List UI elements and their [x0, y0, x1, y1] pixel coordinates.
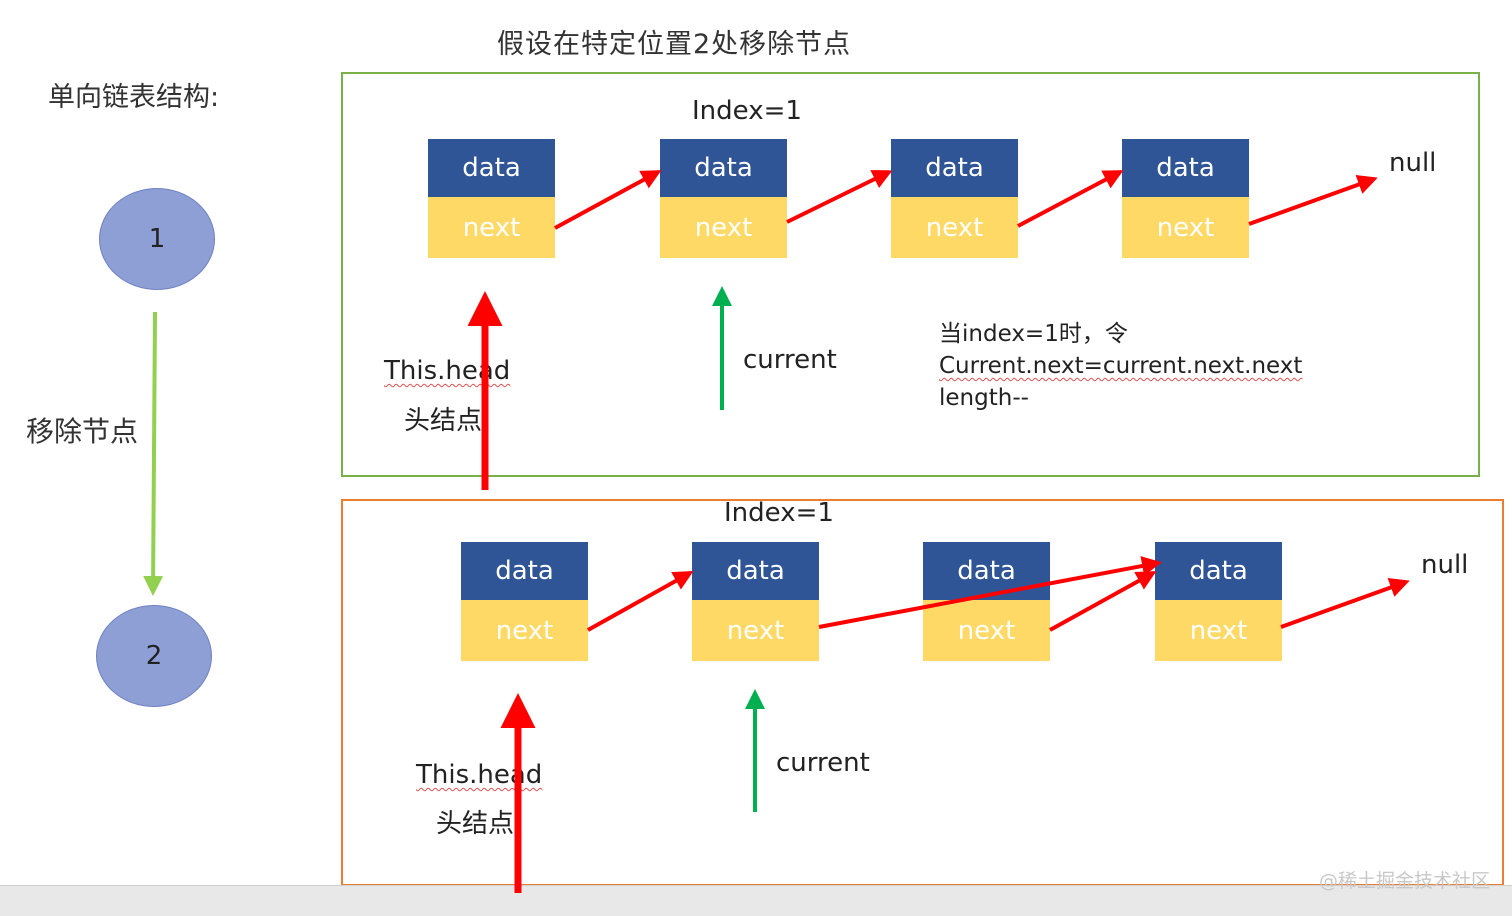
node-next-cell: next	[1122, 197, 1249, 258]
remove-node-label: 移除节点	[26, 415, 139, 448]
node-data-cell: data	[692, 542, 819, 600]
node-next-cell: next	[891, 197, 1018, 258]
top-node-1: data next	[428, 139, 555, 258]
bottom-node-1: data next	[461, 542, 588, 661]
current-label-bottom: current	[776, 748, 870, 778]
state-circle-1-label: 1	[148, 224, 166, 254]
head-cn-label-top: 头结点	[404, 406, 483, 436]
current-label-top: current	[743, 345, 837, 375]
top-next-arrow-1	[554, 170, 662, 230]
state-circle-2: 2	[96, 605, 212, 707]
node-next-cell: next	[1155, 600, 1282, 661]
note-line-3: length--	[939, 385, 1029, 411]
note-line-1: 当index=1时，令	[939, 321, 1128, 347]
state-circle-2-label: 2	[145, 641, 163, 671]
node-data-cell: data	[1122, 139, 1249, 197]
state-transition-arrow	[143, 311, 164, 596]
index-label-bottom: Index=1	[724, 498, 834, 528]
diagram-title: 假设在特定位置2处移除节点	[497, 29, 852, 60]
top-next-arrow-null	[1248, 175, 1378, 226]
bottom-next-arrow-3	[1049, 571, 1157, 632]
node-data-cell: data	[1155, 542, 1282, 600]
note-line-2: Current.next=current.next.next	[939, 353, 1303, 379]
bottom-node-3: data next	[923, 542, 1050, 661]
watermark: @稀土掘金技术社区	[1318, 870, 1490, 892]
null-label-bottom: null	[1421, 550, 1469, 580]
top-node-4: data next	[1122, 139, 1249, 258]
bottom-node-4: data next	[1155, 542, 1282, 661]
node-next-cell: next	[923, 600, 1050, 661]
bottom-skip-arrow	[818, 556, 1162, 629]
node-next-cell: next	[660, 197, 787, 258]
null-label-top: null	[1389, 148, 1437, 178]
top-next-arrow-3	[1017, 170, 1124, 228]
node-next-cell: next	[461, 600, 588, 661]
node-data-cell: data	[660, 139, 787, 197]
structure-label: 单向链表结构:	[48, 82, 220, 113]
top-node-2: data next	[660, 139, 787, 258]
node-data-cell: data	[461, 542, 588, 600]
state-circle-1: 1	[99, 188, 215, 290]
top-next-arrow-2	[786, 170, 893, 224]
panel-before-removal	[341, 72, 1480, 477]
bottom-node-2: data next	[692, 542, 819, 661]
head-label-top: This.head	[384, 356, 511, 386]
node-next-cell: next	[428, 197, 555, 258]
index-label-top: Index=1	[692, 96, 802, 126]
top-node-3: data next	[891, 139, 1018, 258]
bottom-next-arrow-null	[1280, 578, 1410, 629]
node-data-cell: data	[923, 542, 1050, 600]
node-data-cell: data	[428, 139, 555, 197]
head-cn-label-bottom: 头结点	[436, 809, 515, 839]
node-next-cell: next	[692, 600, 819, 661]
node-data-cell: data	[891, 139, 1018, 197]
bottom-next-arrow-1	[587, 571, 694, 632]
status-bar	[0, 885, 1512, 916]
